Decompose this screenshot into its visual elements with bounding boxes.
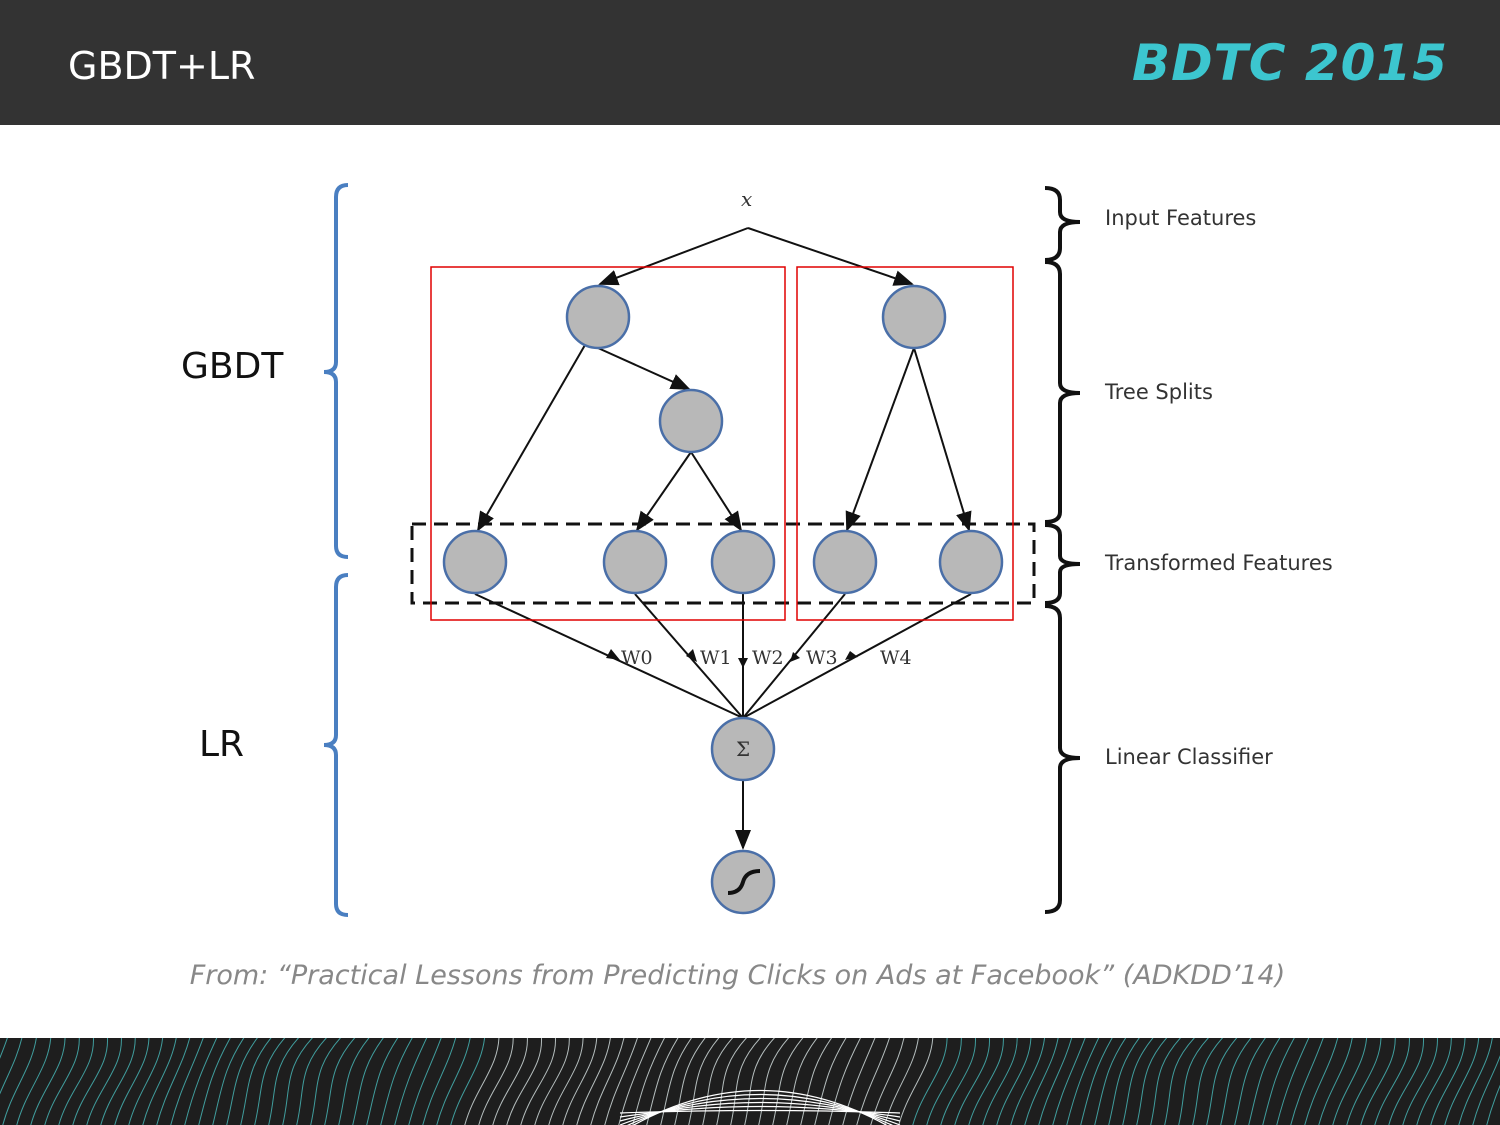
tree1-root-node (565, 284, 631, 350)
tree1-split-node (658, 388, 724, 454)
layer-label-tree-splits: Tree Splits (1105, 380, 1213, 404)
nodes (442, 284, 1004, 915)
leaf-node (602, 529, 668, 595)
sum-symbol: Σ (736, 737, 750, 761)
sum-node (710, 716, 776, 782)
input-x-label: x (741, 187, 752, 211)
bdtc-logo: BDTC 2015 (1132, 34, 1448, 92)
layer-label-linear: Linear Classifier (1105, 745, 1273, 769)
weight-labels: W0 W1 W2 W3 W4 (621, 647, 912, 669)
layer-braces (1044, 186, 1081, 914)
lr-label: LR (199, 724, 245, 765)
wave-pattern (0, 1038, 1500, 1125)
leaf-node (710, 529, 776, 595)
sigmoid-icon (727, 869, 761, 895)
slide-header: GBDT+LR BDTC 2015 (0, 0, 1500, 125)
svg-text:W3: W3 (806, 647, 838, 669)
citation: From: “Practical Lessons from Predicting… (189, 960, 1286, 991)
svg-text:W0: W0 (621, 647, 653, 669)
layer-label-input: Input Features (1105, 206, 1257, 230)
slide-title: GBDT+LR (68, 44, 256, 88)
classifier-edges (474, 593, 972, 850)
gbdt-brace (323, 183, 349, 559)
gbdt-label: GBDT (181, 346, 284, 387)
svg-text:W4: W4 (880, 647, 912, 669)
leaf-node (812, 529, 878, 595)
tree2-highlight (796, 266, 1014, 621)
leaf-node (938, 529, 1004, 595)
decorative-footer (0, 1038, 1500, 1125)
svg-text:W1: W1 (700, 647, 732, 669)
leaf-node (442, 529, 508, 595)
tree1-highlight (430, 266, 786, 621)
tree-edges (476, 227, 972, 532)
svg-text:W2: W2 (752, 647, 784, 669)
weight-arrowheads (606, 649, 858, 668)
gbdt-lr-diagram: Σ x W0 W1 W2 W3 W4 (323, 183, 1081, 917)
transformed-features-box (410, 522, 1036, 605)
layer-label-transformed: Transformed Features (1105, 551, 1333, 575)
tree2-root-node (881, 284, 947, 350)
lr-brace (323, 573, 349, 917)
